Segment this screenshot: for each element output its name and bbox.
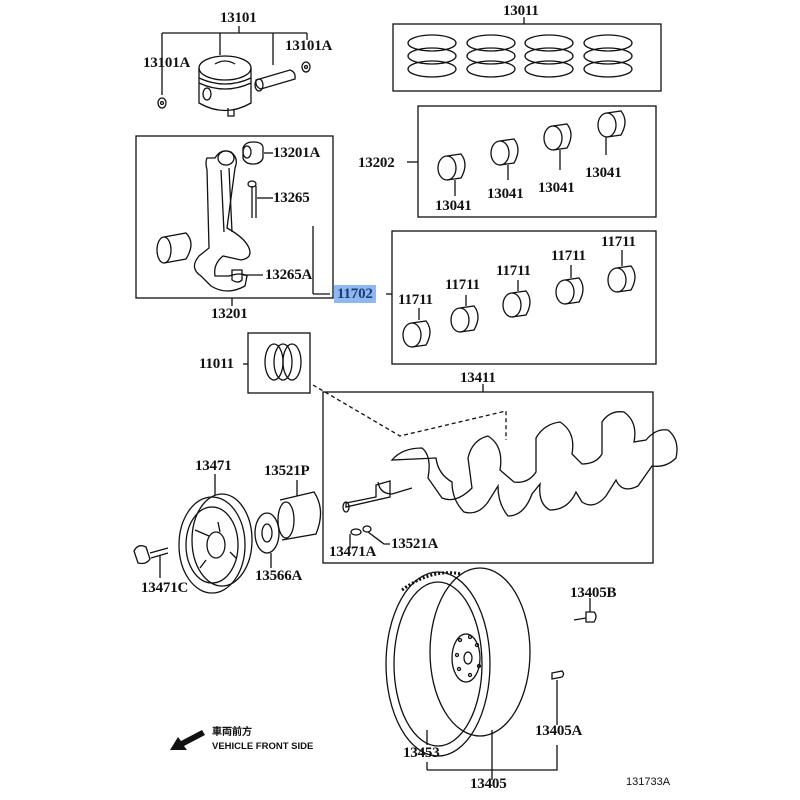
bearing-13041-3: [543, 123, 572, 170]
part-label-11702-highlighted[interactable]: 11702: [334, 285, 376, 303]
part-label-13405a[interactable]: 13405A: [535, 723, 583, 739]
conrod-bearings-box: [407, 105, 657, 218]
part-label-13265a[interactable]: 13265A: [265, 267, 313, 283]
part-label-13101a-right[interactable]: 13101A: [285, 38, 333, 54]
part-label-13405b[interactable]: 13405B: [570, 585, 617, 601]
vehicle-front-label-jp: 車両前方: [212, 727, 252, 738]
part-label-11711-4[interactable]: 11711: [551, 248, 586, 264]
ring-set-3: [524, 34, 574, 78]
part-label-13471a[interactable]: 13471A: [329, 544, 377, 560]
bearing-13041-4: [597, 110, 626, 155]
part-label-11711-2[interactable]: 11711: [445, 277, 480, 293]
part-label-13101a-left[interactable]: 13101A: [143, 55, 191, 71]
part-label-13041-1[interactable]: 13041: [435, 198, 472, 214]
bearing-13041-1: [437, 153, 466, 196]
ring-set-2: [466, 34, 516, 78]
bearing-11711-2: [450, 295, 479, 333]
part-label-13201[interactable]: 13201: [211, 306, 248, 322]
part-label-13201a[interactable]: 13201A: [273, 145, 321, 161]
arrow-down-left-icon: [170, 730, 205, 750]
bearing-11711-4: [555, 265, 584, 305]
part-label-13202[interactable]: 13202: [358, 155, 395, 171]
thrust-washer-box: [243, 332, 311, 394]
diagram-code: 131733A: [626, 776, 671, 788]
part-label-11711-1[interactable]: 11711: [398, 292, 433, 308]
part-label-11011[interactable]: 11011: [199, 356, 234, 372]
ring-set-4: [583, 34, 633, 78]
part-label-13453[interactable]: 13453: [403, 745, 440, 761]
bearing-11711-5: [607, 250, 636, 293]
main-bearings-box: [312, 226, 657, 365]
piston-rings-box: [392, 17, 662, 92]
part-label-13011[interactable]: 13011: [503, 3, 539, 19]
part-label-13471[interactable]: 13471: [195, 458, 232, 474]
part-label-13265[interactable]: 13265: [273, 190, 310, 206]
flywheel-drawing: [385, 567, 597, 780]
part-label-13101[interactable]: 13101: [220, 10, 257, 26]
bearing-13041-2: [490, 138, 519, 180]
bearing-11711-3: [502, 280, 531, 318]
conrod-box: [135, 135, 334, 306]
part-label-11711-5[interactable]: 11711: [601, 234, 636, 250]
part-label-13411[interactable]: 13411: [460, 370, 496, 386]
piston-leaders: [161, 26, 308, 95]
part-label-13405[interactable]: 13405: [470, 776, 507, 792]
ring-set-1: [407, 34, 457, 78]
vehicle-front-label-en: VEHICLE FRONT SIDE: [212, 741, 314, 752]
piston-drawing: [157, 55, 311, 117]
part-label-11711-3[interactable]: 11711: [496, 263, 531, 279]
part-label-13041-3[interactable]: 13041: [538, 180, 575, 196]
part-label-13521p[interactable]: 13521P: [264, 463, 310, 479]
pulley-drawing: [133, 474, 322, 594]
crankshaft-box: [312, 384, 678, 564]
part-label-13041-2[interactable]: 13041: [487, 186, 524, 202]
part-label-13471c[interactable]: 13471C: [141, 580, 189, 596]
bearing-11711-1: [402, 308, 431, 348]
part-label-13566a[interactable]: 13566A: [255, 568, 303, 584]
part-label-13521a[interactable]: 13521A: [391, 536, 439, 552]
part-label-13041-4[interactable]: 13041: [585, 165, 622, 181]
